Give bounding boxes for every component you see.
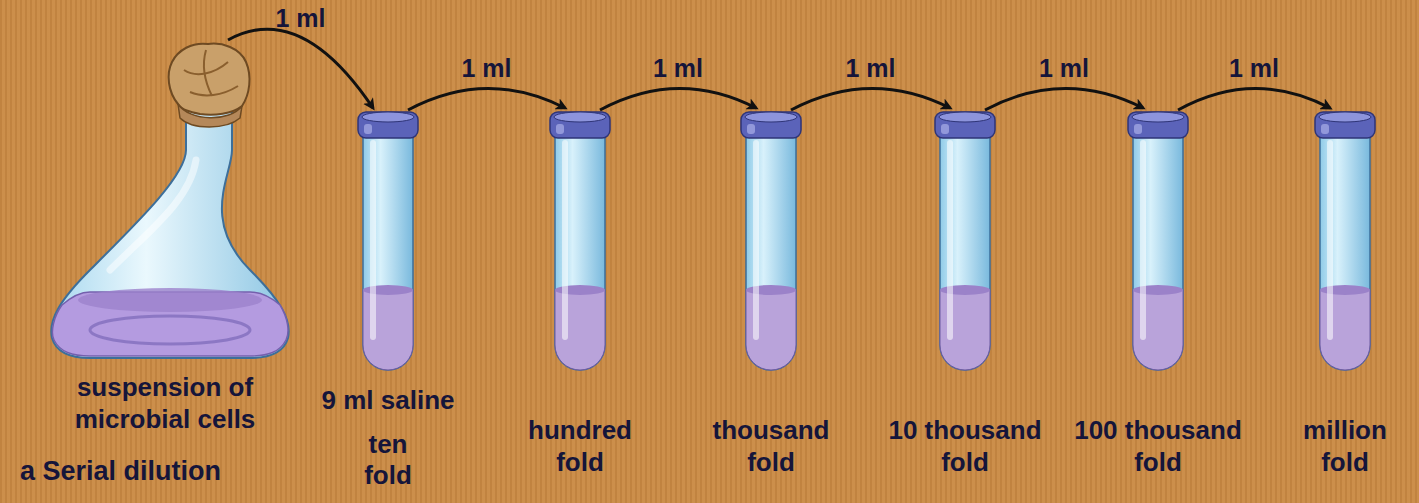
transfer-arrow: [600, 88, 756, 110]
dilution-label: 100 thousand fold: [1058, 415, 1258, 478]
volume-label: 1 ml: [653, 54, 703, 83]
volume-label: 1 ml: [275, 4, 325, 33]
tube-node: 9 ml saline ten fold: [288, 110, 488, 492]
volume-label: 1 ml: [1039, 54, 1089, 83]
test-tube: [933, 110, 997, 375]
transfer-arrow: [228, 29, 373, 108]
tube-node: hundred fold: [480, 110, 680, 478]
dilution-label: thousand fold: [701, 415, 841, 478]
dilution-label: hundred fold: [515, 415, 645, 478]
transfer-arrow: [985, 88, 1143, 110]
test-tube: [548, 110, 612, 375]
test-tube: [1313, 110, 1377, 375]
transfer-arrow: [1178, 88, 1330, 110]
dilution-label: million fold: [1285, 415, 1405, 478]
volume-label: 1 ml: [1229, 54, 1279, 83]
volume-label: 9 ml saline: [288, 385, 488, 417]
dilution-label: 10 thousand fold: [873, 415, 1058, 478]
tube-node: million fold: [1245, 110, 1419, 478]
figure-caption: a Serial dilution: [20, 456, 221, 487]
test-tube: [1126, 110, 1190, 375]
tube-node: thousand fold: [671, 110, 871, 478]
transfer-arrow: [791, 88, 950, 110]
dilution-label: ten fold: [348, 429, 428, 492]
test-tube: [739, 110, 803, 375]
tube-node: 100 thousand fold: [1058, 110, 1258, 478]
test-tube: [356, 110, 420, 375]
flask-node: suspension of microbial cells: [20, 40, 310, 435]
volume-label: 1 ml: [845, 54, 895, 83]
volume-label: 1 ml: [461, 54, 511, 83]
tube-node: 10 thousand fold: [865, 110, 1065, 478]
transfer-arrow: [408, 88, 565, 110]
flask-caption: suspension of microbial cells: [30, 372, 300, 435]
flask-illustration: [20, 40, 310, 370]
